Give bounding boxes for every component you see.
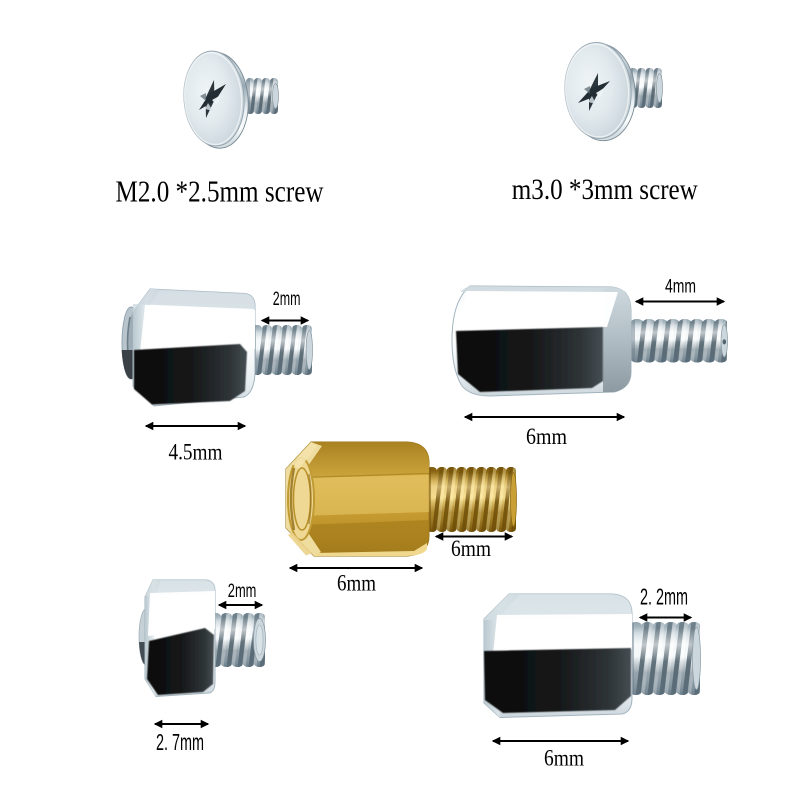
svg-text:6mm: 6mm xyxy=(451,536,491,561)
svg-text:2mm: 2mm xyxy=(273,289,301,310)
svg-text:6mm: 6mm xyxy=(544,746,584,771)
svg-text:6mm: 6mm xyxy=(337,571,376,596)
svg-text:M2.0 *2.5mm screw: M2.0 *2.5mm screw xyxy=(116,174,324,209)
svg-text:2. 7mm: 2. 7mm xyxy=(156,729,204,755)
svg-text:2. 2mm: 2. 2mm xyxy=(640,584,688,610)
svg-text:4mm: 4mm xyxy=(665,277,696,298)
svg-text:2mm: 2mm xyxy=(228,581,257,602)
svg-text:6mm: 6mm xyxy=(526,424,567,449)
svg-text:4.5mm: 4.5mm xyxy=(169,440,223,465)
svg-text:m3.0 *3mm screw: m3.0 *3mm screw xyxy=(512,173,698,206)
